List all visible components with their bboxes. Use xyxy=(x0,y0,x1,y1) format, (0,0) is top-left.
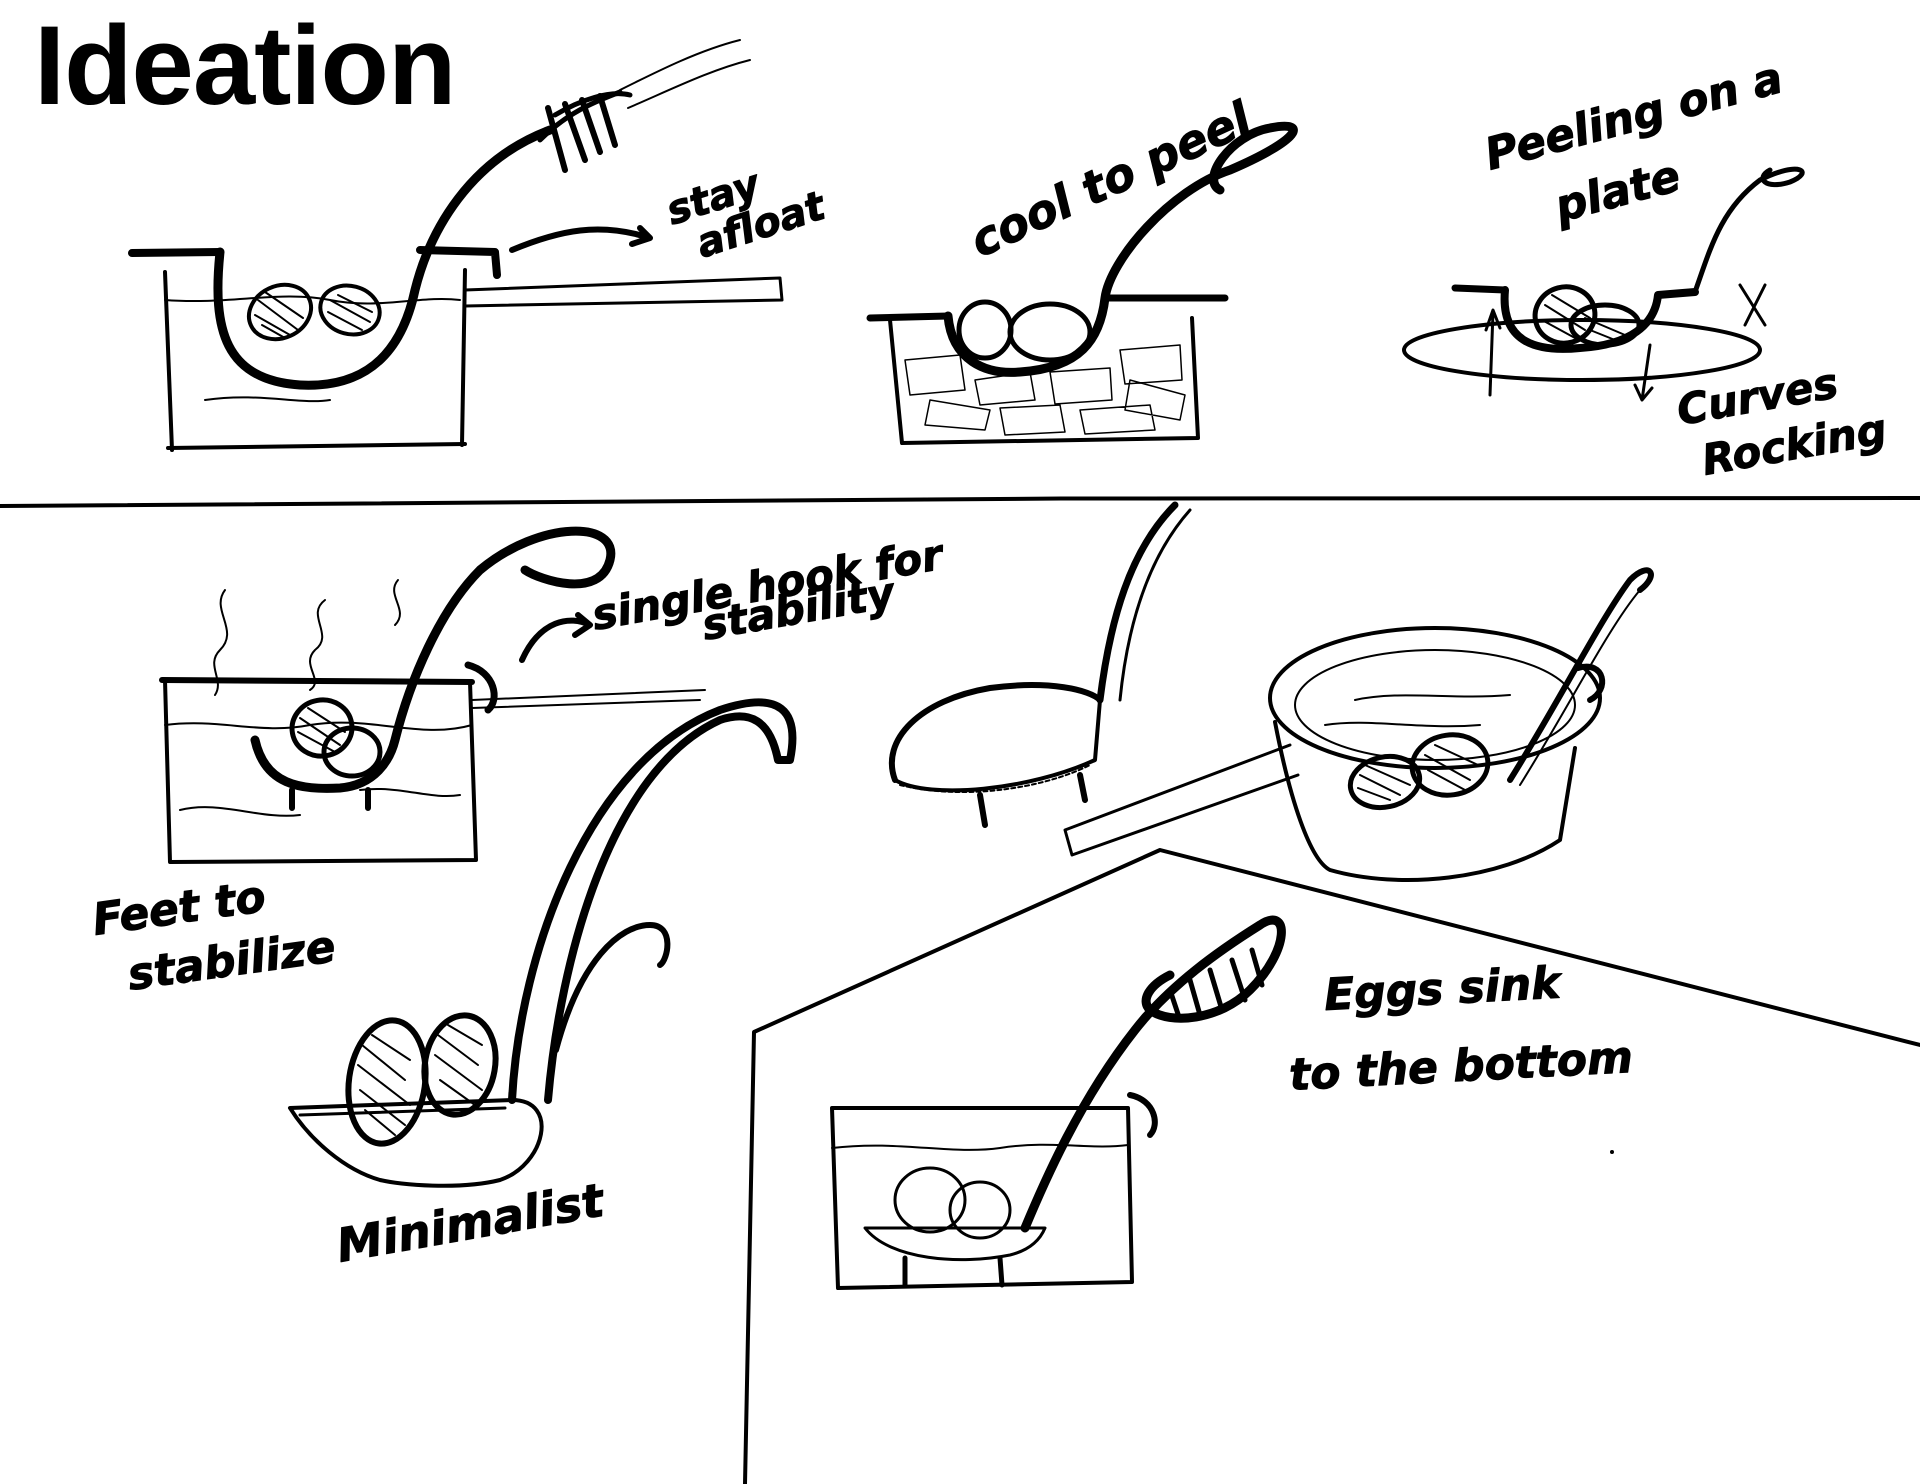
sketch-round-strainer xyxy=(888,501,1192,828)
note-peeling-on-plate-line2: plate xyxy=(1549,150,1686,232)
sketch-single-hook xyxy=(159,526,706,864)
note-eggs-sink-line1: Eggs sink xyxy=(1323,958,1564,1021)
sketch-cool-to-peel xyxy=(866,121,1298,445)
lower-panel-frame xyxy=(743,848,1920,1484)
horizontal-divider xyxy=(0,495,1920,508)
sketch-stay-afloat xyxy=(128,39,784,452)
note-eggs-sink-line2: to the bottom xyxy=(1288,1032,1634,1101)
sketch-minimalist xyxy=(288,698,797,1188)
sketch-pot-with-spoon xyxy=(1063,567,1654,882)
stray-dot xyxy=(1610,1150,1614,1154)
page-title: Ideation xyxy=(34,3,456,128)
sketch-peeling-on-plate xyxy=(1402,166,1805,402)
note-minimalist: Minimalist xyxy=(333,1172,610,1272)
sketch-eggs-sink xyxy=(830,915,1286,1290)
